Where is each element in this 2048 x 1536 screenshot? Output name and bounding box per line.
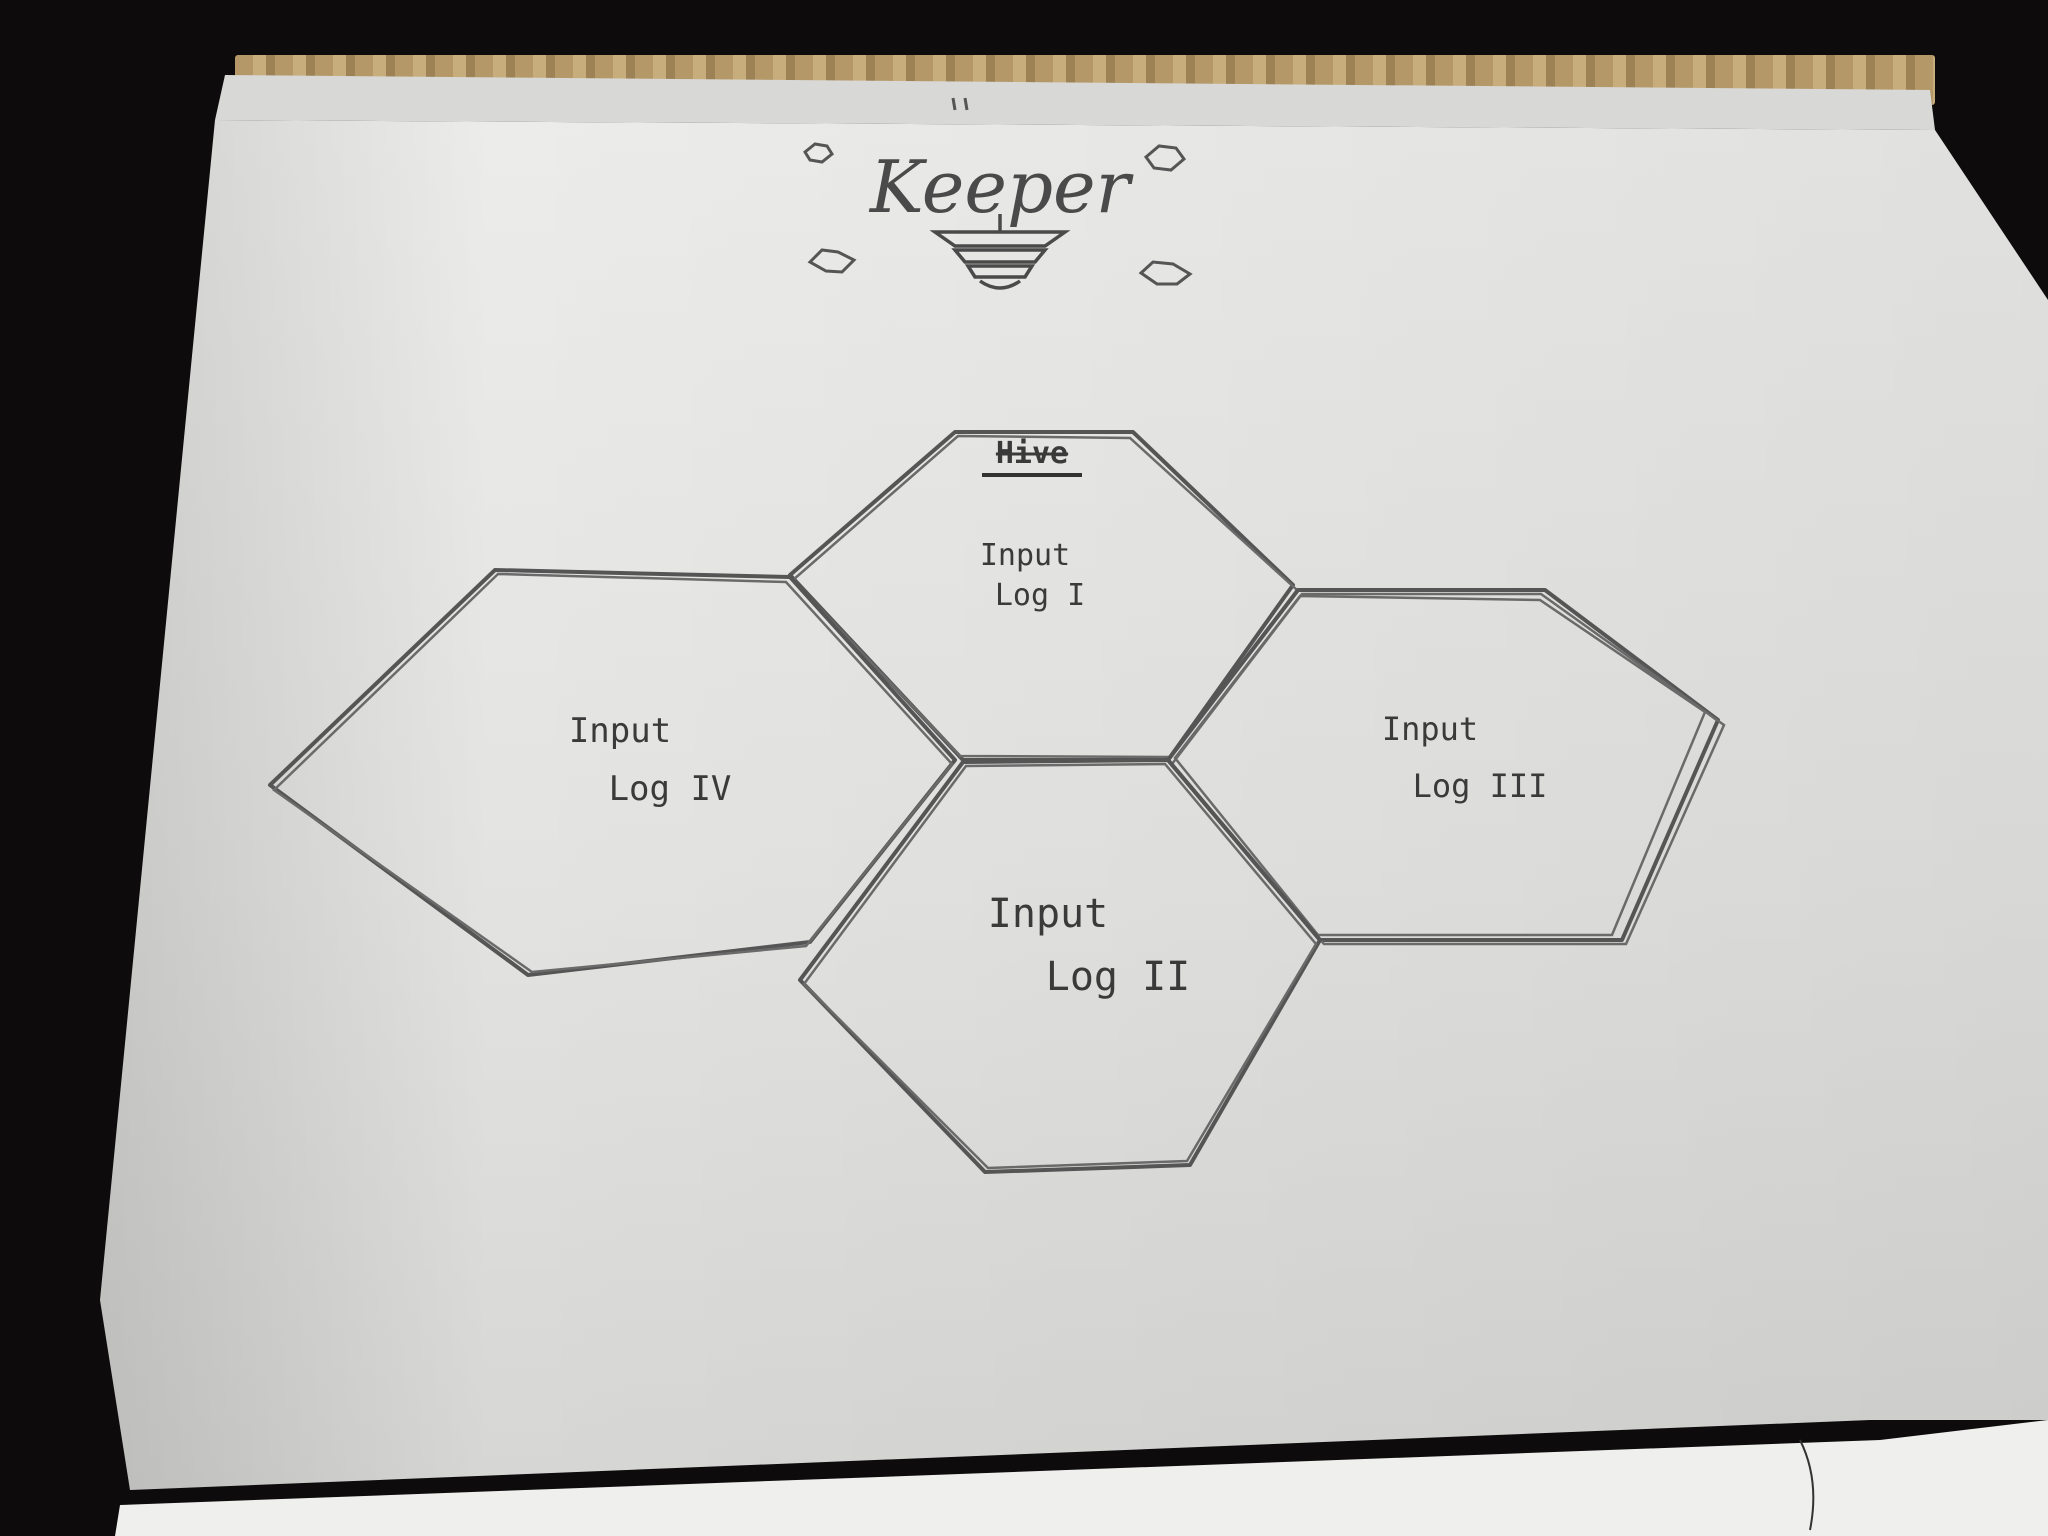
cell-1-line1: Input <box>980 538 1070 573</box>
hexagon-icon <box>1138 260 1193 286</box>
lower-page-ink <box>1799 1439 1815 1531</box>
hive-cell-4: Input Log IV <box>268 568 957 977</box>
hexagon-icon <box>807 248 857 274</box>
cell-3-line2: Log III <box>1413 767 1548 805</box>
hive-cell-3: Input Log III <box>1166 588 1726 946</box>
beehive-icon <box>929 214 1071 290</box>
cell-4-line1: Input <box>569 711 671 751</box>
quote-marks <box>951 97 969 111</box>
hive-label: Hive <box>996 436 1068 471</box>
cell-2-line1: Input <box>988 891 1108 937</box>
cell-1-line2: Log I <box>995 578 1085 613</box>
cell-3-line1: Input <box>1382 710 1478 748</box>
hexagon-icon <box>1143 144 1187 172</box>
cell-4-line2: Log IV <box>609 769 732 809</box>
lower-page <box>115 1420 2048 1536</box>
cell-2-line2: Log II <box>1046 954 1191 1000</box>
hive-cell-2: Input Log II <box>798 758 1322 1174</box>
page-shading <box>100 120 2048 1490</box>
back-page-edge <box>215 75 1935 130</box>
hexagon-icon <box>803 142 834 164</box>
